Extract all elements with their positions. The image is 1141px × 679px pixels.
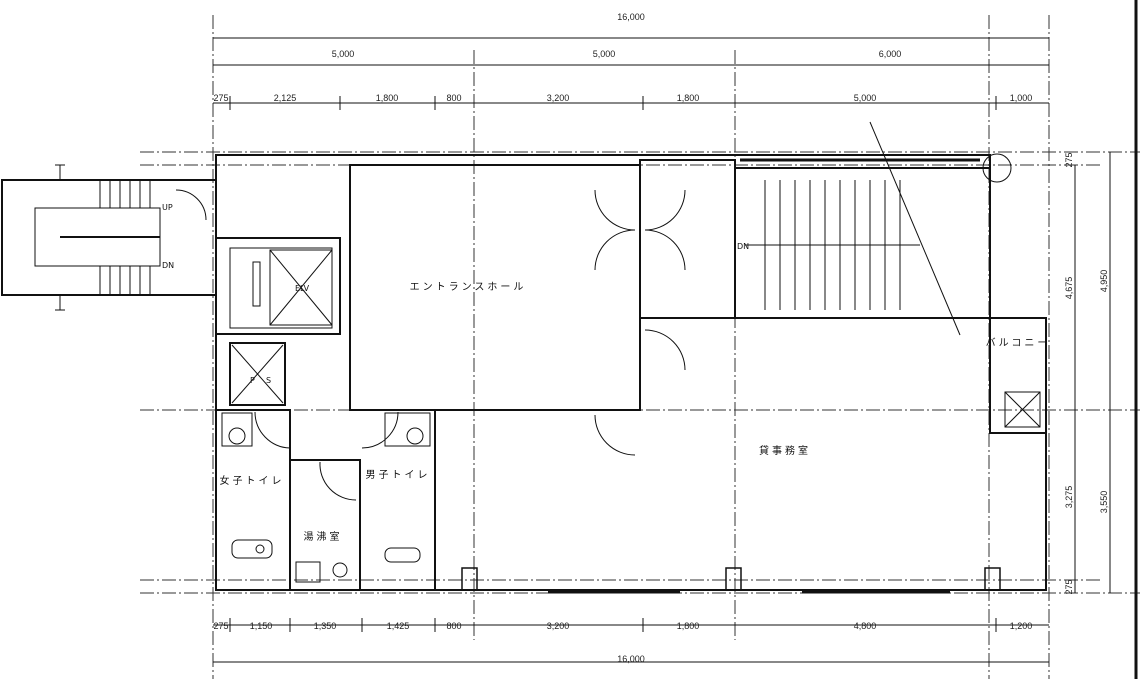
walls	[1, 121, 1047, 594]
room-womens-toilet: 女子トイレ	[220, 474, 285, 487]
dim-right-outer: 3,550	[1099, 491, 1109, 514]
pipe-shaft	[229, 342, 286, 406]
label-main-stair-dn: DN	[737, 242, 749, 251]
dim-top-detail: 3,200	[547, 93, 570, 103]
label-stair-up: UP	[162, 203, 173, 212]
label-pipe-shaft-p: P	[250, 376, 255, 385]
label-stair-dn: DN	[162, 261, 174, 270]
dim-bottom-detail: 1,350	[314, 621, 337, 631]
grid-lines	[140, 0, 1140, 679]
dim-right-outer: 4,950	[1099, 270, 1109, 293]
room-labels: エントランスホール 貸事務室 バルコニー 女子トイレ 男子トイレ 湯沸室 ELV…	[162, 203, 1051, 543]
dim-top-detail: 1,000	[1010, 93, 1033, 103]
main-stair	[734, 167, 991, 319]
dim-top-span: 5,000	[593, 49, 616, 59]
room-mens-toilet: 男子トイレ	[366, 469, 431, 481]
dim-bottom-detail: 1,150	[250, 621, 273, 631]
balcony	[989, 317, 1047, 434]
elevator-shaft	[215, 237, 341, 335]
dim-top-span: 5,000	[332, 49, 355, 59]
dim-top-detail: 1,800	[677, 93, 700, 103]
dim-right-inner: 3,275	[1064, 486, 1074, 509]
dim-right-inner: 4,675	[1064, 277, 1074, 300]
room-balcony: バルコニー	[986, 337, 1051, 349]
dim-right-inner: 275	[1064, 579, 1074, 594]
dim-top-detail: 1,800	[376, 93, 399, 103]
dim-bottom-detail: 275	[213, 621, 228, 631]
room-kitchenette: 湯沸室	[304, 530, 343, 543]
room-rental-office: 貸事務室	[759, 444, 811, 457]
dim-bottom-detail: 1,425	[387, 621, 410, 631]
dim-bottom-detail: 800	[446, 621, 461, 631]
dimension-lines	[213, 37, 1111, 663]
dim-bottom-detail: 1,200	[1010, 621, 1033, 631]
dim-top-span: 6,000	[879, 49, 902, 59]
dim-top-detail: 275	[213, 93, 228, 103]
label-pipe-shaft-s: S	[266, 376, 271, 385]
dimension-labels: 16,000 5,000 5,000 6,000 275 2,125 1,800…	[213, 12, 1109, 664]
dim-bottom-detail: 4,800	[854, 621, 877, 631]
dim-bottom-total: 16,000	[617, 654, 645, 664]
room-entrance-hall: エントランスホール	[410, 281, 527, 293]
dim-top-detail: 800	[446, 93, 461, 103]
dim-bottom-detail: 1,800	[677, 621, 700, 631]
dim-top-total: 16,000	[617, 12, 645, 22]
dim-top-detail: 2,125	[274, 93, 297, 103]
dim-bottom-detail: 3,200	[547, 621, 570, 631]
dim-right-inner: 275	[1064, 152, 1074, 167]
label-elevator: ELV	[295, 284, 310, 293]
dim-top-detail: 5,000	[854, 93, 877, 103]
